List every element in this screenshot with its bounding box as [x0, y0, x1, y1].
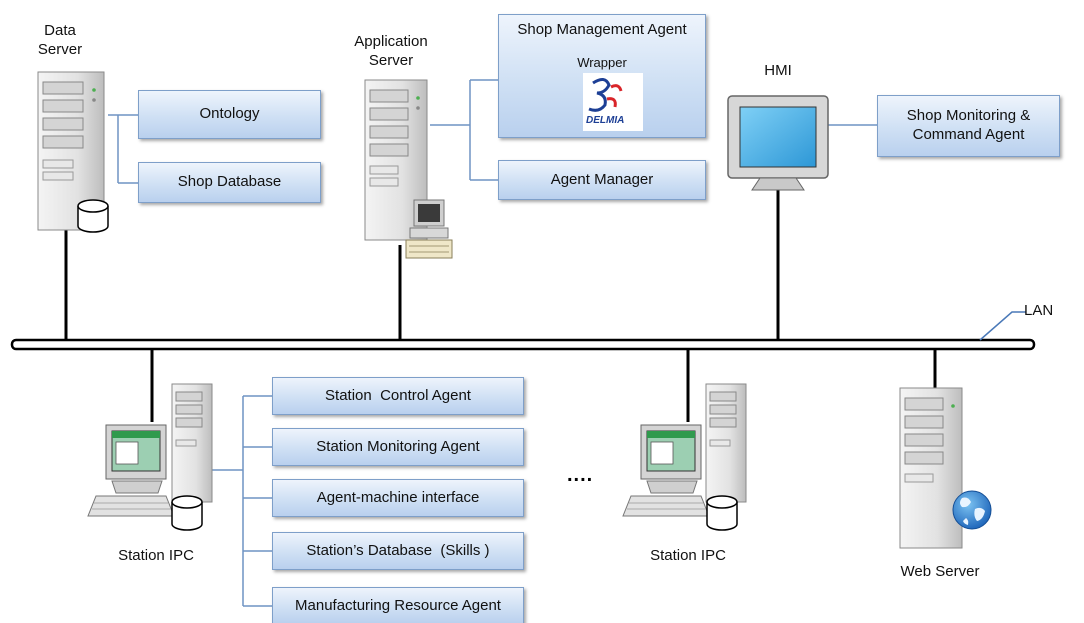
station-control-agent-box: Station Control Agent [272, 377, 524, 415]
station-ipc-right-database-icon [706, 495, 738, 531]
shop-management-agent-box: Shop Management Agent Wrapper DELMIA [498, 14, 706, 138]
station-ipc-right-label: Station IPC [650, 547, 726, 564]
application-server-label: Application Server [354, 33, 428, 69]
data-server-database-icon [77, 199, 109, 233]
station-ipc-left-computer-icon [87, 383, 213, 517]
network-drops [64, 190, 937, 422]
ontology-box: Ontology [138, 90, 321, 139]
agent-manager-box: Agent Manager [498, 160, 706, 200]
lan-label: LAN [1024, 302, 1054, 319]
hmi-label: HMI [764, 62, 792, 79]
station-ipc-left-label: Station IPC [118, 547, 194, 564]
data-server-label: Data Server [37, 22, 83, 58]
shop-database-box: Shop Database [138, 162, 321, 203]
delmia-3ds-logo-icon [588, 78, 623, 112]
wrapper-label: Wrapper [577, 55, 627, 70]
delmia-logo-text: DELMIA [586, 114, 625, 126]
shop-management-agent-title: Shop Management Agent [517, 21, 687, 38]
shop-monitoring-command-agent-box: Shop Monitoring & Command Agent [877, 95, 1060, 157]
agent-connectors [108, 79, 877, 607]
application-server-desktop-icon [405, 199, 453, 259]
manufacturing-resource-agent-box: Manufacturing Resource Agent [272, 587, 524, 623]
hmi-monitor-icon [727, 95, 829, 191]
delmia-logo: DELMIA [583, 73, 643, 131]
station-database-skills-box: Station’s Database (Skills ) [272, 532, 524, 570]
agent-machine-interface-box: Agent-machine interface [272, 479, 524, 517]
station-ipc-right-computer-icon [622, 383, 747, 517]
ellipsis-indicator: .... [567, 464, 594, 486]
station-ipc-left-database-icon [171, 495, 203, 531]
lan-callout-line [979, 311, 1026, 341]
station-monitoring-agent-box: Station Monitoring Agent [272, 428, 524, 466]
lan-bus [10, 338, 1036, 351]
web-server-label: Web Server [900, 563, 980, 580]
globe-icon [952, 490, 992, 530]
web-server-tower-icon [899, 387, 963, 549]
